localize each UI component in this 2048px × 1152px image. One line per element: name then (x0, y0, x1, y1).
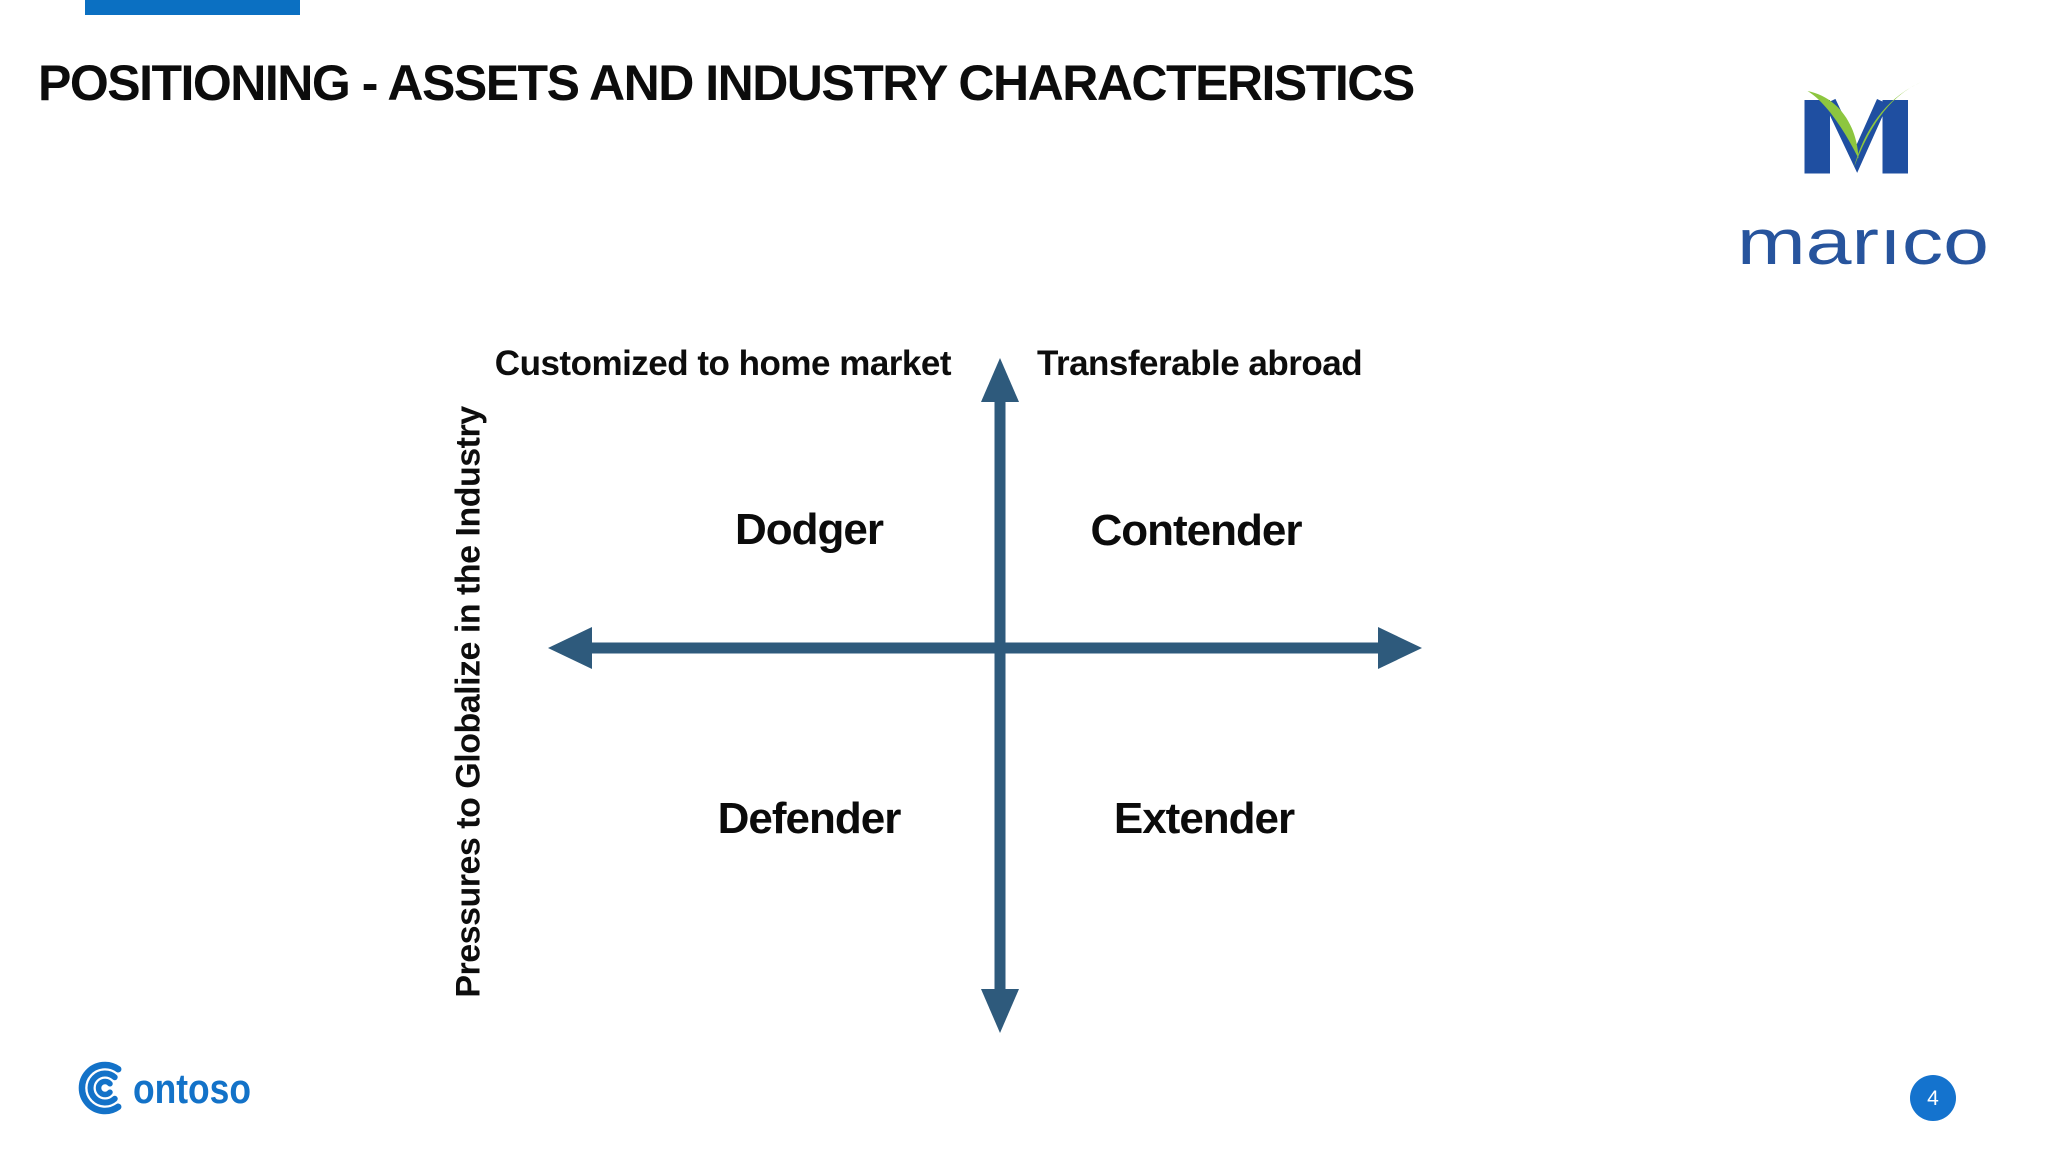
marico-wordmark-text: marıco (1737, 208, 1989, 278)
horizontal-axis-arrow (548, 627, 1422, 669)
vertical-axis-arrow (981, 358, 1019, 1033)
quadrant-defender-label: Defender (717, 794, 902, 843)
marico-left-leaf-icon (1807, 91, 1859, 159)
contoso-c-icon: ontoso (78, 1061, 251, 1115)
marico-logo: marıco (1728, 80, 1998, 280)
page-number: 4 (1927, 1086, 1939, 1110)
quadrant-dodger-label: Dodger (735, 505, 884, 554)
accent-bar (85, 0, 300, 15)
marico-wordmark: marıco (1737, 208, 1989, 278)
marico-m-icon (1804, 82, 1922, 174)
page-title: POSITIONING - ASSETS AND INDUSTRY CHARAC… (38, 55, 1415, 111)
y-axis-label: Pressures to Globalize in the Industry (449, 406, 488, 998)
contoso-logo: ontoso (78, 1056, 260, 1125)
page-number-badge: 4 (1910, 1075, 1956, 1121)
quadrant-contender-label: Contender (1090, 506, 1303, 555)
contoso-wordmark: ontoso (133, 1065, 251, 1112)
x-axis-left-label: Customized to home market (494, 344, 952, 383)
quadrant-extender-label: Extender (1113, 794, 1295, 843)
x-axis-right-label: Transferable abroad (1037, 344, 1363, 383)
cross-arrows-icon (548, 358, 1422, 1033)
